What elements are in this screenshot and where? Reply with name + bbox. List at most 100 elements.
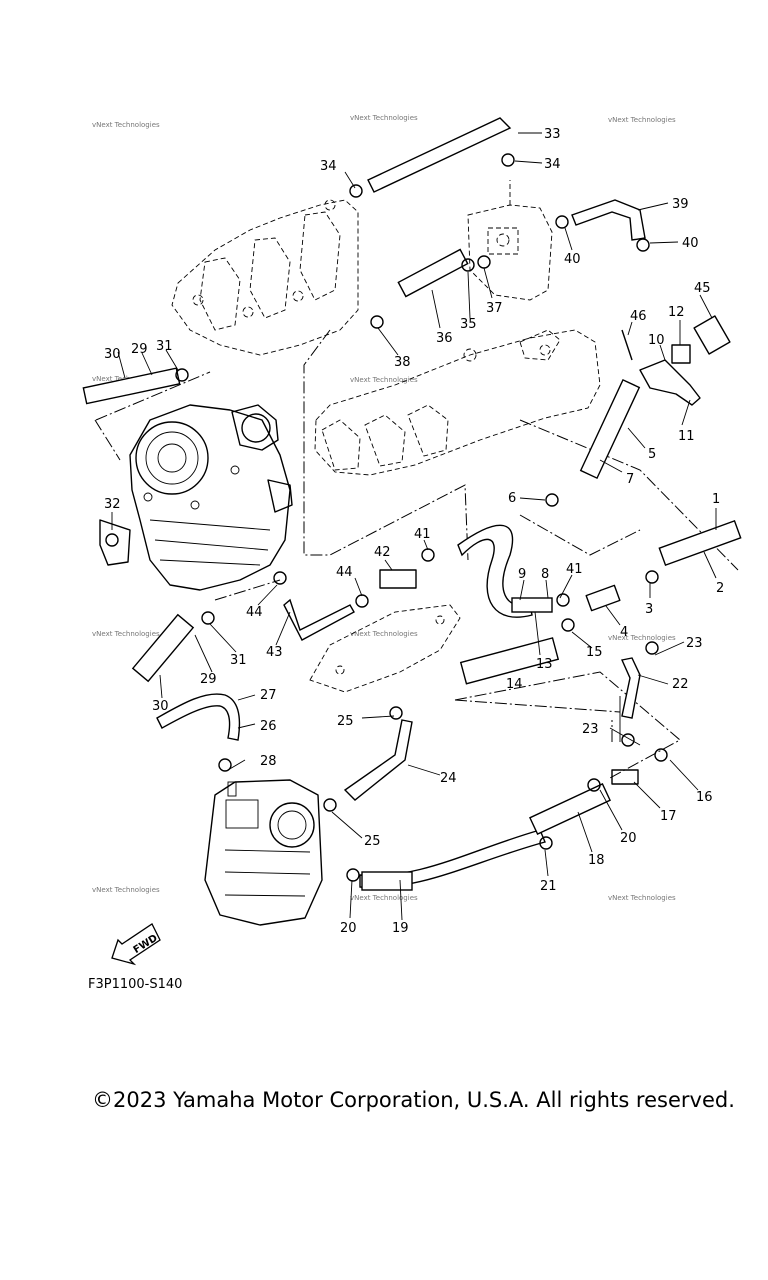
bracket-dashed	[309, 604, 461, 693]
clamp-23	[645, 641, 659, 655]
watermark: vNext Technologies	[350, 630, 418, 638]
callout: 44	[246, 605, 263, 620]
callout: 6	[508, 491, 516, 506]
callout: 24	[440, 771, 457, 786]
callout: 46	[630, 309, 647, 324]
watermark: vNext Technologies	[608, 116, 676, 124]
part-11	[639, 359, 701, 406]
callout: 38	[394, 355, 411, 370]
callout: 11	[678, 429, 695, 444]
callout: 12	[668, 305, 685, 320]
callout: 21	[540, 879, 557, 894]
callout: 44	[336, 565, 353, 580]
fitting-42	[379, 569, 417, 589]
callout: 34	[544, 157, 561, 172]
callout: 35	[460, 317, 477, 332]
exhaust-manifold	[171, 199, 359, 356]
sleeve-18	[529, 783, 611, 835]
clamp-20	[587, 778, 601, 792]
callout: 45	[694, 281, 711, 296]
sensor-45	[693, 315, 731, 355]
callout: 13	[536, 657, 553, 672]
clamp-25	[323, 798, 337, 812]
callout: 18	[588, 853, 605, 868]
watermark: vNext Technologies	[92, 121, 160, 129]
sleeve-7	[579, 378, 641, 480]
watermark: vNext Technologies	[92, 630, 160, 638]
clamp-23	[621, 733, 635, 747]
callout: 3	[645, 602, 653, 617]
callout: 40	[682, 236, 699, 251]
sleeve-30	[131, 613, 195, 683]
callout: 17	[660, 809, 677, 824]
leader-lines	[111, 132, 717, 921]
hoses	[156, 117, 646, 889]
copyright-notice: ©2023 Yamaha Motor Corporation, U.S.A. A…	[92, 1088, 735, 1112]
clamp-41	[421, 548, 435, 562]
callout: 31	[156, 339, 173, 354]
clamp-40	[555, 215, 569, 229]
callout: 1	[712, 492, 720, 507]
callout: 20	[620, 831, 637, 846]
callout: 29	[131, 342, 148, 357]
callout: 2	[716, 581, 724, 596]
bellows-sleeves	[82, 248, 742, 891]
watermark: vNext Technologies	[350, 894, 418, 902]
clamp-38	[370, 315, 384, 329]
callout: 31	[230, 653, 247, 668]
fittings	[99, 315, 731, 785]
drawing-code: F3P1100-S140	[88, 977, 183, 992]
clamp-34	[501, 153, 515, 167]
watermark: vNext Technologies	[92, 886, 160, 894]
clamp-31	[201, 611, 215, 625]
callout: 42	[374, 545, 391, 560]
callout: 7	[626, 472, 634, 487]
callout: 36	[436, 331, 453, 346]
clamp-44	[355, 594, 369, 608]
clamp-15	[561, 618, 575, 632]
clamp-16	[654, 748, 668, 762]
callout: 16	[696, 790, 713, 805]
sleeve-29	[82, 367, 181, 405]
callout: 30	[104, 347, 121, 362]
callout: 37	[486, 301, 503, 316]
reference-lines	[94, 329, 739, 779]
callout: 29	[200, 672, 217, 687]
callout: 22	[672, 677, 689, 692]
part-12	[671, 344, 691, 364]
clamp-28	[218, 758, 232, 772]
clamp-21	[539, 836, 553, 850]
clamp-3	[645, 570, 659, 584]
callout: 28	[260, 754, 277, 769]
callout: 5	[648, 447, 656, 462]
callout: 9	[518, 567, 526, 582]
callout: 20	[340, 921, 357, 936]
exhaust-chamber	[467, 180, 553, 301]
callout: 14	[506, 677, 523, 692]
pin-46	[621, 329, 633, 361]
exploded-parts-diagram: vNext Technologies vNext Technologies vN…	[82, 114, 742, 966]
clamps	[175, 153, 668, 882]
sleeve-1	[658, 519, 742, 567]
callout: 4	[620, 625, 628, 640]
callout: 27	[260, 688, 277, 703]
callout-labels: 1 2 3 4 5 6 7 8 9 10 11 12 13 14 15 16 1…	[104, 127, 724, 936]
watermark: vNext Technologies	[350, 114, 418, 122]
clamp-35	[461, 258, 475, 272]
watermark: vNext Technologies	[608, 634, 676, 642]
fitting-17	[611, 769, 639, 785]
callout: 25	[364, 834, 381, 849]
clamp-25	[389, 706, 403, 720]
callout: 41	[414, 527, 431, 542]
clamp-20	[346, 868, 360, 882]
clamp-34	[349, 184, 363, 198]
callout: 25	[337, 714, 354, 729]
callout: 19	[392, 921, 409, 936]
clamp-41	[556, 593, 570, 607]
fwd-arrow-icon: FWD	[111, 923, 161, 966]
sleeve-14	[459, 637, 560, 685]
lower-housing	[204, 779, 323, 926]
callout: 33	[544, 127, 561, 142]
callout: 41	[566, 562, 583, 577]
callout: 30	[152, 699, 169, 714]
